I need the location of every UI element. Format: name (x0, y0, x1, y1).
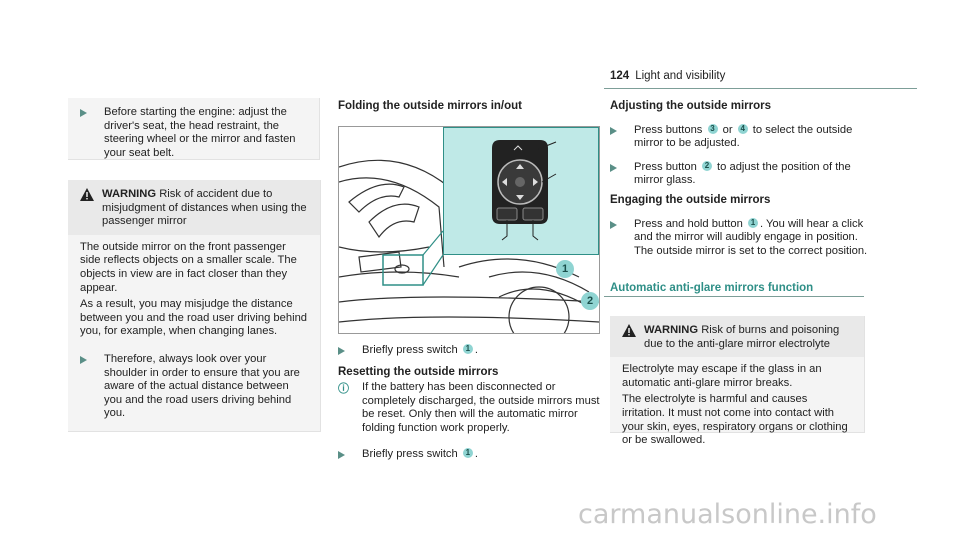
warning2-paragraph-2: The electrolyte is harmful and causes ir… (622, 393, 848, 447)
warning-header: WARNING Risk of accident due to misjudgm… (68, 180, 320, 235)
step-before-text: Before starting the engine: adjust the d… (104, 106, 296, 159)
step-arrow-icon (610, 220, 617, 229)
reset-info: ⓘ If the battery has been disconnected o… (338, 381, 600, 435)
fold-step-1: Briefly press switch 1. (338, 344, 600, 360)
warning-triangle-icon (622, 324, 644, 351)
adjust-step-2-pre: Press button (634, 160, 697, 173)
engage-step-callout: 1 (747, 217, 758, 228)
adjusting-title: Adjusting the outside mirrors (610, 100, 772, 112)
adjust-step-2-callout: 2 (701, 160, 712, 171)
step-arrow-icon (610, 163, 617, 172)
adjust-step-1-callout-b: 4 (737, 123, 748, 134)
header-rule (604, 88, 917, 89)
fold-step-2-text: Briefly press switch (362, 447, 458, 460)
warning2-body: Electrolyte may escape if the glass in a… (610, 357, 864, 456)
anti-glare-title: Automatic anti-glare mirrors function (610, 282, 814, 294)
warning-box-electrolyte: WARNING Risk of burns and poisoning due … (610, 316, 865, 446)
callout-1: 1 (556, 259, 574, 278)
fold-step-1-callout: 1 (462, 344, 473, 355)
engaging-title: Engaging the outside mirrors (610, 193, 771, 206)
adjust-step-1-mid: or (722, 123, 733, 136)
resetting-title: Resetting the outside mirrors (338, 365, 499, 378)
fold-step-2-callout: 1 (462, 447, 473, 458)
warning-step: Therefore, always look over your shoulde… (80, 353, 308, 421)
warning-label: WARNING (102, 188, 157, 200)
engage-step-post: You will hear a click and the mirror wil… (634, 217, 868, 257)
adjust-step-1-callout-a: 3 (707, 123, 718, 134)
anti-glare-rule (604, 296, 864, 297)
page-number: 124 (610, 70, 630, 82)
fold-step-1-text: Briefly press switch (362, 344, 458, 356)
reset-info-text: If the battery has been disconnected or … (362, 381, 600, 434)
step-arrow-icon (80, 355, 87, 364)
step-arrow-icon (338, 347, 345, 356)
engage-step-pre: Press and hold button (634, 217, 743, 230)
warning-box-mirror: WARNING Risk of accident due to misjudgm… (68, 180, 321, 432)
step-box-before: Before starting the engine: adjust the d… (68, 98, 320, 160)
warning-body: The outside mirror on the front passenge… (68, 235, 320, 429)
adjust-step-2-post: to adjust the position of the mirror gla… (634, 160, 851, 187)
warning-paragraph-2: As a result, you may misjudge the distan… (80, 298, 308, 338)
adjust-step-1: Press buttons 3 or 4 to select the outsi… (610, 124, 868, 151)
folding-section: Folding the outside mirrors in/out (338, 100, 598, 114)
step-arrow-icon (610, 126, 617, 135)
switch-inset: 1 2 4 3 (443, 127, 599, 310)
warning-triangle-icon (80, 188, 102, 229)
adjust-step-1-post: to select the outside mirror to be adjus… (634, 123, 853, 150)
info-icon: ⓘ (338, 383, 349, 396)
step-arrow-icon (80, 109, 87, 118)
page-section-title: Light and visibility (635, 70, 726, 82)
folding-instructions: Briefly press switch 1. Resetting the ou… (338, 344, 600, 463)
warning-paragraph-1: The outside mirror on the front passenge… (80, 240, 297, 294)
warning-step-text: Therefore, always look over your shoulde… (104, 352, 300, 420)
warning2-label: WARNING (644, 324, 699, 336)
page-header: 124 Light and visibility (610, 70, 725, 84)
warning-head-text: Risk of accident due to misjudgment of d… (102, 188, 307, 228)
warning2-header: WARNING Risk of burns and poisoning due … (610, 316, 864, 358)
warning2-head-text: Risk of burns and poisoning due to the a… (644, 324, 840, 350)
mirror-switch-panel (492, 140, 557, 241)
step-before: Before starting the engine: adjust the d… (80, 106, 319, 160)
engage-step: Press and hold button 1. You will hear a… (610, 218, 868, 259)
callout-2: 2 (581, 291, 599, 310)
warning2-paragraph-1: Electrolyte may escape if the glass in a… (622, 363, 822, 389)
watermark: carmanualsonline.info (578, 499, 877, 530)
fold-step-2: Briefly press switch 1. (338, 448, 600, 464)
step-arrow-icon (338, 450, 345, 459)
folding-title: Folding the outside mirrors in/out (338, 100, 522, 112)
adjust-step-1-pre: Press buttons (634, 123, 703, 136)
mirror-switch-illustration: 1 2 4 3 (338, 126, 600, 334)
adjust-section: Adjusting the outside mirrors Press butt… (610, 100, 868, 258)
adjust-step-2: Press button 2 to adjust the position of… (610, 161, 868, 188)
